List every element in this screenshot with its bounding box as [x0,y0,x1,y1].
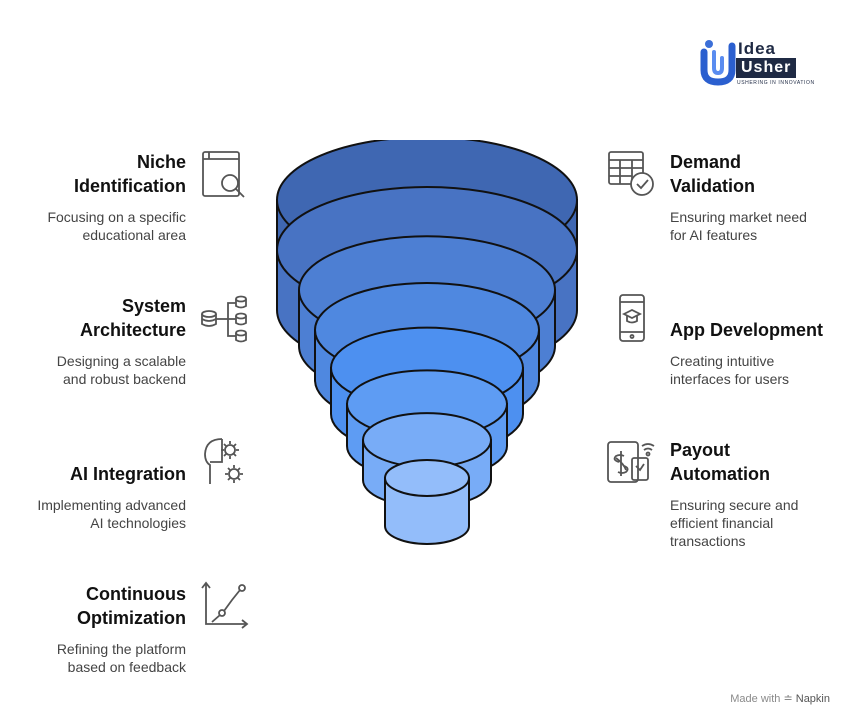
growth-chart-icon [201,581,249,629]
step-description: Designing a scalable and robust backend [56,353,186,387]
step-description: Focusing on a specific educational area [47,209,186,243]
step-title: AI Integration [70,464,186,484]
idea-usher-logo: Idea Usher USHERING IN INNOVATION [700,38,824,88]
funnel-stage-top-7 [362,412,492,468]
logo-word-usher: Usher [736,58,797,78]
funnel-stages [276,140,578,545]
step-ai-integration: AI Integration Implementing advanced AI … [0,462,186,532]
ai-head-gear-icon [204,438,243,484]
step-description: Creating intuitive interfaces for users [670,353,790,387]
logo-mark-icon [700,40,736,86]
step-system-architecture: System Architecture Designing a scalable… [0,294,186,388]
step-description: Implementing advanced AI technologies [37,497,186,531]
step-payout-automation: Payout Automation Ensuring secure and ef… [670,438,856,550]
table-check-icon [608,151,654,196]
step-description: Ensuring secure and efficient financial … [670,497,799,549]
funnel-graphic [276,140,578,545]
logo-word-idea: Idea [738,39,777,58]
step-title: Niche Identification [74,152,186,196]
step-title: Demand Validation [670,152,756,196]
step-title: Continuous Optimization [77,584,186,628]
step-demand-validation: Demand Validation Ensuring market need f… [670,150,856,244]
step-description: Ensuring market need for AI features [670,209,807,243]
step-description: Refining the platform based on feedback [56,641,186,675]
payment-automation-icon [607,441,655,483]
step-title: Payout Automation [670,440,770,484]
logo-tagline: USHERING IN INNOVATION [737,80,815,86]
step-continuous-optimization: Continuous Optimization Refining the pla… [0,582,186,676]
database-network-icon [201,295,247,343]
footer-brand: Napkin [795,693,830,705]
book-search-icon [202,151,245,198]
step-niche-identification: Niche Identification Focusing on a speci… [0,150,186,244]
footer-prefix: Made with [730,693,781,705]
napkin-icon: ≐ [783,693,793,705]
step-app-development: App Development Creating intuitive inter… [670,318,856,388]
step-title: App Development [670,320,824,340]
made-with-napkin-footer: Made with ≐ Napkin [730,692,830,705]
step-title: System Architecture [79,296,186,340]
funnel-stage-top-8 [384,459,470,497]
mobile-education-icon [619,294,645,342]
